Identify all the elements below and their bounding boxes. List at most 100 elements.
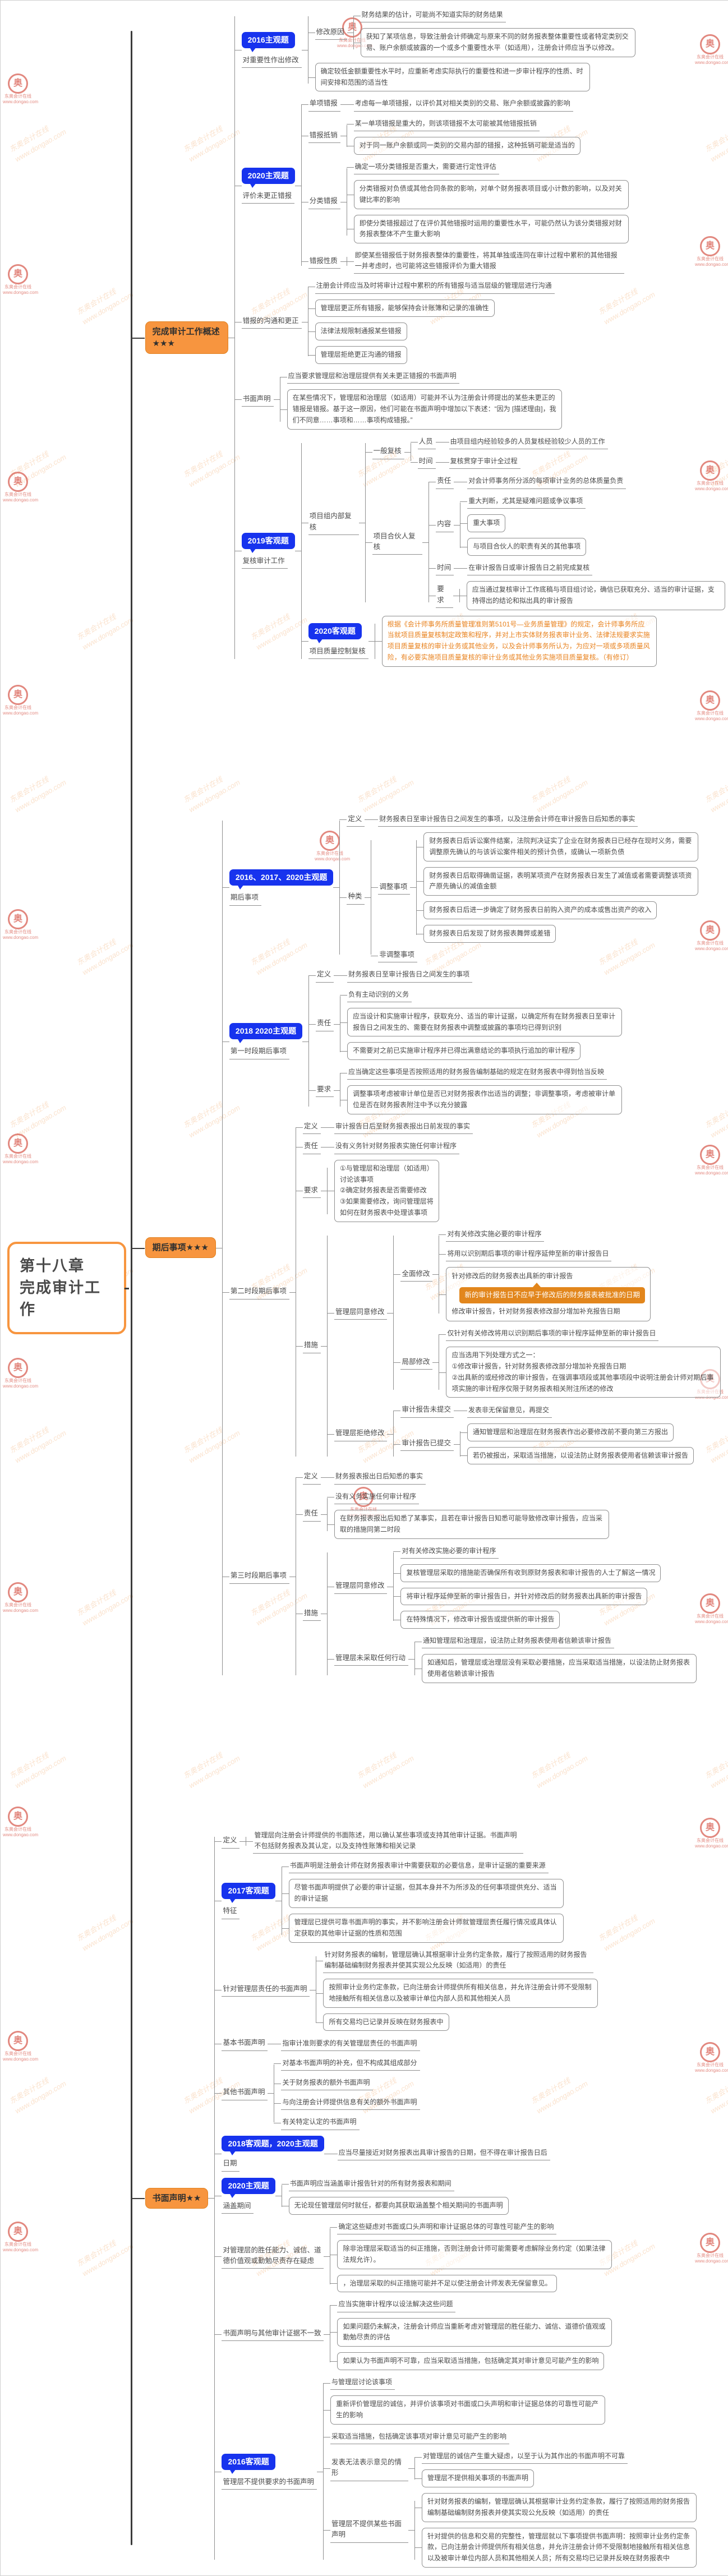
box-note[interactable]: 管理层拒绝更正沟通的错报 [315,346,407,365]
leaf-text[interactable]: 采取适当措施，包括确定该事项对审计意见可能产生的影响 [330,2430,509,2444]
topic-label[interactable]: 定义 [302,1120,321,1135]
topic-label[interactable]: 要求 [436,583,453,609]
topic-label[interactable]: 管理层同意修改 [334,1579,388,1594]
topic-label[interactable]: 责任 [436,474,454,489]
leaf-text[interactable]: 通知管理层和治理层，设法防止财务报表使用者信赖该审计报告 [421,1634,614,1649]
topic-label[interactable]: 全面修改 [400,1268,433,1282]
leaf-text[interactable]: 对基本书面声明的补充，但不构成其组成部分 [281,2057,420,2071]
box-note[interactable]: 不需要对之前已实施审计程序并已得出满意结论的事项执行追加的审计程序 [347,1042,581,1061]
leaf-text[interactable]: 审计报告日后至财务报表报出日前发现的事实 [334,1120,473,1135]
leaf-text[interactable]: 考虑每一单项错报，以评价其对相关类别的交易、账户余额或披露的影响 [353,97,573,112]
topic-label[interactable]: 审计报告未提交 [400,1403,454,1418]
box-note[interactable]: 确定较低金额重要性水平时，应重新考虑实际执行的重要性和进一步审计程序的性质、时间… [315,62,590,92]
box-note[interactable]: 应当选用下列处理方式之一： ①修改审计报告，针对财务报表修改部分增加补充报告日期… [446,1347,721,1398]
box-note[interactable]: 在某些情况下，管理层和治理层（如适用）可能并不认为注册会计师提出的某些未更正的错… [287,389,562,430]
topic-label[interactable]: 定义 [347,813,365,827]
leaf-text[interactable]: 应当实施审计程序以设法解决这些问题 [337,2298,456,2312]
leaf-text[interactable]: 财务报表报出日后知悉的事实 [334,1470,426,1485]
topic-label[interactable]: 人员 [417,435,436,450]
topic-label[interactable]: 种类 [347,890,365,905]
box-note[interactable]: 与项目合伙人的职责有关的其他事项 [467,537,587,556]
leaf-text[interactable]: 在审计报告日或审计报告日之前完成复核 [467,561,593,575]
exam-tag[interactable]: 2020主观题 [241,167,295,188]
box-note[interactable]: 应当设计和实施审计程序，获取充分、适当的审计证据，以确定所有在财务报表日至审计报… [347,1007,623,1037]
topic-label[interactable]: 发表无法表示意见的情形 [330,2456,408,2481]
box-note[interactable]: 分类错报对负债或其他合同条款的影响，对单个财务报表项目或小计数的影响，以及对关键… [353,179,629,209]
box-note[interactable]: 如通知后，管理层或治理层没有采取必要措施，应当采取适当措施，以设法防止财务报表使… [421,1654,697,1683]
leaf-text[interactable]: 书面声明应当涵盖审计报告针对的所有财务报表和期间 [288,2177,454,2191]
topic-label[interactable]: 复核审计工作 [241,555,288,569]
topic-label[interactable]: 管理层不提供要求的书面声明 [222,2476,317,2490]
box-note[interactable]: 在财务报表报出后知悉了某事实，且若在审计报告日知悉可能导致修改审计报告，应当采取… [334,1509,609,1539]
box-note[interactable]: ①与管理层和治理层（如适用） 讨论该事项 ②确定财务报表是否需要修改 ③如果需要… [334,1159,439,1222]
leaf-text[interactable]: 没有义务实施任何审计程序 [334,1490,419,1504]
leaf-text[interactable]: 确定这些疑虑对书面或口头声明和审计证据总体的可靠性可能产生的影响 [337,2220,557,2234]
topic-label[interactable]: 局部修改 [400,1356,433,1370]
leaf-text[interactable]: 与向注册会计师提供信息有关的额外书面声明 [281,2096,420,2110]
topic-label[interactable]: 项目质量控制复核 [308,645,368,660]
topic-label[interactable]: 错报抵销 [308,129,340,143]
topic-label[interactable]: 时间 [417,455,436,469]
box-note[interactable]: 财务报表日后发现了财务报表舞弊或差错 [423,925,556,943]
branch-node[interactable]: 期后事项★★★ [145,1237,216,1259]
exam-tag[interactable]: 2018客观题，2020主观题 [222,2135,324,2156]
leaf-text[interactable]: 财务报表日至审计报告日之间发生的事项 [347,968,473,983]
topic-label[interactable]: 第三时段期后事项 [229,1569,289,1584]
leaf-text[interactable]: 对有关修改实施必要的审计程序 [446,1228,545,1242]
topic-label[interactable]: 错报的沟通和更正 [241,315,302,329]
orange-note-box[interactable]: 根据《会计师事务所质量管理准则第5101号—业务质量管理》的规定，会计师事务所应… [381,615,657,667]
topic-label[interactable]: 措施 [302,1607,321,1621]
leaf-text[interactable]: 应当确定这些事项是否按照适用的财务报告编制基础的规定在财务报表中得到恰当反映 [347,1066,607,1080]
topic-label[interactable]: 修改原因 [315,26,347,40]
box-note[interactable]: 尽管书面声明提供了必要的审计证据，但其本身并不为所涉及的任何事项提供充分、适当的… [288,1879,564,1909]
topic-label[interactable]: 针对管理层责任的书面声明 [222,1983,310,1997]
exam-tag[interactable]: 2019客观题 [241,533,295,553]
topic-label[interactable]: 定义 [316,968,334,983]
box-note[interactable]: 无论现任管理层何时就任，都要向其获取涵盖整个相关期间的书面声明 [288,2197,509,2215]
topic-label[interactable]: 第一时段期后事项 [229,1045,289,1059]
box-note[interactable]: 财务报表日后诉讼案件结案，法院判决证实了企业在财务报表日已经存在现时义务，需要调… [423,832,699,861]
box-note[interactable]: 管理层更正所有错报，能够保持会计账簿和记录的准确性 [315,299,495,317]
topic-label[interactable]: 期后事项 [229,891,261,906]
box-note[interactable]: 如果认为书面声明不可靠，应当采取适当措施，包括确定其对审计意见可能产生的影响 [337,2352,605,2370]
topic-label[interactable]: 日期 [222,2157,240,2172]
box-note[interactable]: 将审计程序延伸至新的审计报告日，并针对修改后的财务报表出具新的审计报告 [400,1587,648,1606]
leaf-text[interactable]: 指审计准则要求的有关管理层责任的书面声明 [281,2037,420,2051]
topic-label[interactable]: 一般复核 [372,445,404,459]
root-node[interactable]: 第十八章 完成审计工作 [7,1241,126,1335]
box-note[interactable]: 除非治理层采取适当的纠正措施，否则注册会计师可能需要考虑解除业务约定（如果法律法… [337,2239,612,2269]
exam-tag[interactable]: 2020主观题 [222,2178,275,2198]
box-note[interactable]: 所有交易均已记录并反映在财务报表中 [323,2013,449,2031]
topic-label[interactable]: 其他书面声明 [222,2086,268,2100]
leaf-text[interactable]: 管理层向注册会计师提供的书面陈述，用以确认某些事项或支持其他审计证据。书面声明不… [253,1829,524,1854]
box-note[interactable]: 重新评价管理层的诚信，并评价该事项对书面或口头声明和审计证据总体的可靠性可能产生… [330,2395,605,2425]
leaf-text[interactable]: 将用以识别期后事项的审计程序延伸至新的审计报告日 [446,1247,612,1262]
topic-label[interactable]: 要求 [302,1184,321,1198]
leaf-text[interactable]: 有关特定认定的书面声明 [281,2116,360,2130]
box-note[interactable]: 应当通过复核审计工作底稿与项目组讨论，确信已获取充分、适当的审计证据，支持得出的… [466,580,725,610]
exam-tag[interactable]: 2016、2017、2020主观题 [229,869,334,890]
box-note[interactable]: 若仍被报出，采取适当措施，以设法防止财务报表使用者信赖该审计报告 [467,1446,694,1465]
leaf-text[interactable]: 即使某些错报低于财务报表整体的重要性，将其单独或连同在审计过程中累积的其他错报一… [353,249,624,274]
topic-label[interactable]: 单项错报 [308,97,340,112]
leaf-text[interactable]: 应当要求管理层和治理层提供有关未更正错报的书面声明 [287,370,459,384]
box-note[interactable]: 按照审计业务约定条款，已向注册会计师提供所有相关信息，并允许注册会计师不受限制地… [323,1979,598,2008]
topic-label[interactable]: 基本书面声明 [222,2036,268,2051]
leaf-text[interactable]: 书面声明是注册会计师在财务报表审计中需要获取的必要信息，是审计证据的重要来源 [288,1859,549,1874]
topic-label[interactable]: 书面声明 [241,393,274,407]
topic-label[interactable]: 错报性质 [308,255,340,269]
box-note[interactable]: 获知了某项信息，导致注册会计师确定与原来不同的财务报表整体重要性或者特定类别交易… [360,28,635,57]
box-note[interactable]: 如果问题仍未解决，注册会计师应当重新考虑对管理层的胜任能力、诚信、道德价值观或勤… [337,2317,612,2347]
box-note[interactable]: ，治理层采取的纠正措施可能并不足以使注册会计师发表无保留意见。 [337,2274,557,2293]
box-note[interactable]: 管理层不提供相关事项的书面声明 [421,2469,534,2487]
exam-tag[interactable]: 2018 2020主观题 [229,1023,303,1044]
leaf-text[interactable]: 针对财务报表的编制，管理层确认其根据审计业务约定条款，履行了按照适用的财务报告编… [323,1948,594,1974]
leaf-text[interactable]: 对会计师事务所分派的每项审计业务的总体质量负责 [467,474,626,489]
topic-label[interactable]: 审计报告已提交 [400,1437,454,1451]
exam-tag[interactable]: 2017客观题 [222,1883,275,1904]
box-note[interactable]: 调整事项考虑被审计单位是否已对财务报表作出适当的调整；非调整事项，考虑被审计单位… [347,1085,623,1114]
exam-tag[interactable]: 2016客观题 [222,2453,275,2474]
box-note[interactable]: 复核管理层采取的措施能否确保所有收到原财务报表和审计报告的人士了解这一情况 [400,1564,661,1582]
topic-label[interactable]: 对管理层的胜任能力、诚信、道德价值观或勤勉尽责存在疑虑 [222,2244,324,2269]
exam-tag[interactable]: 2020客观题 [308,623,362,643]
